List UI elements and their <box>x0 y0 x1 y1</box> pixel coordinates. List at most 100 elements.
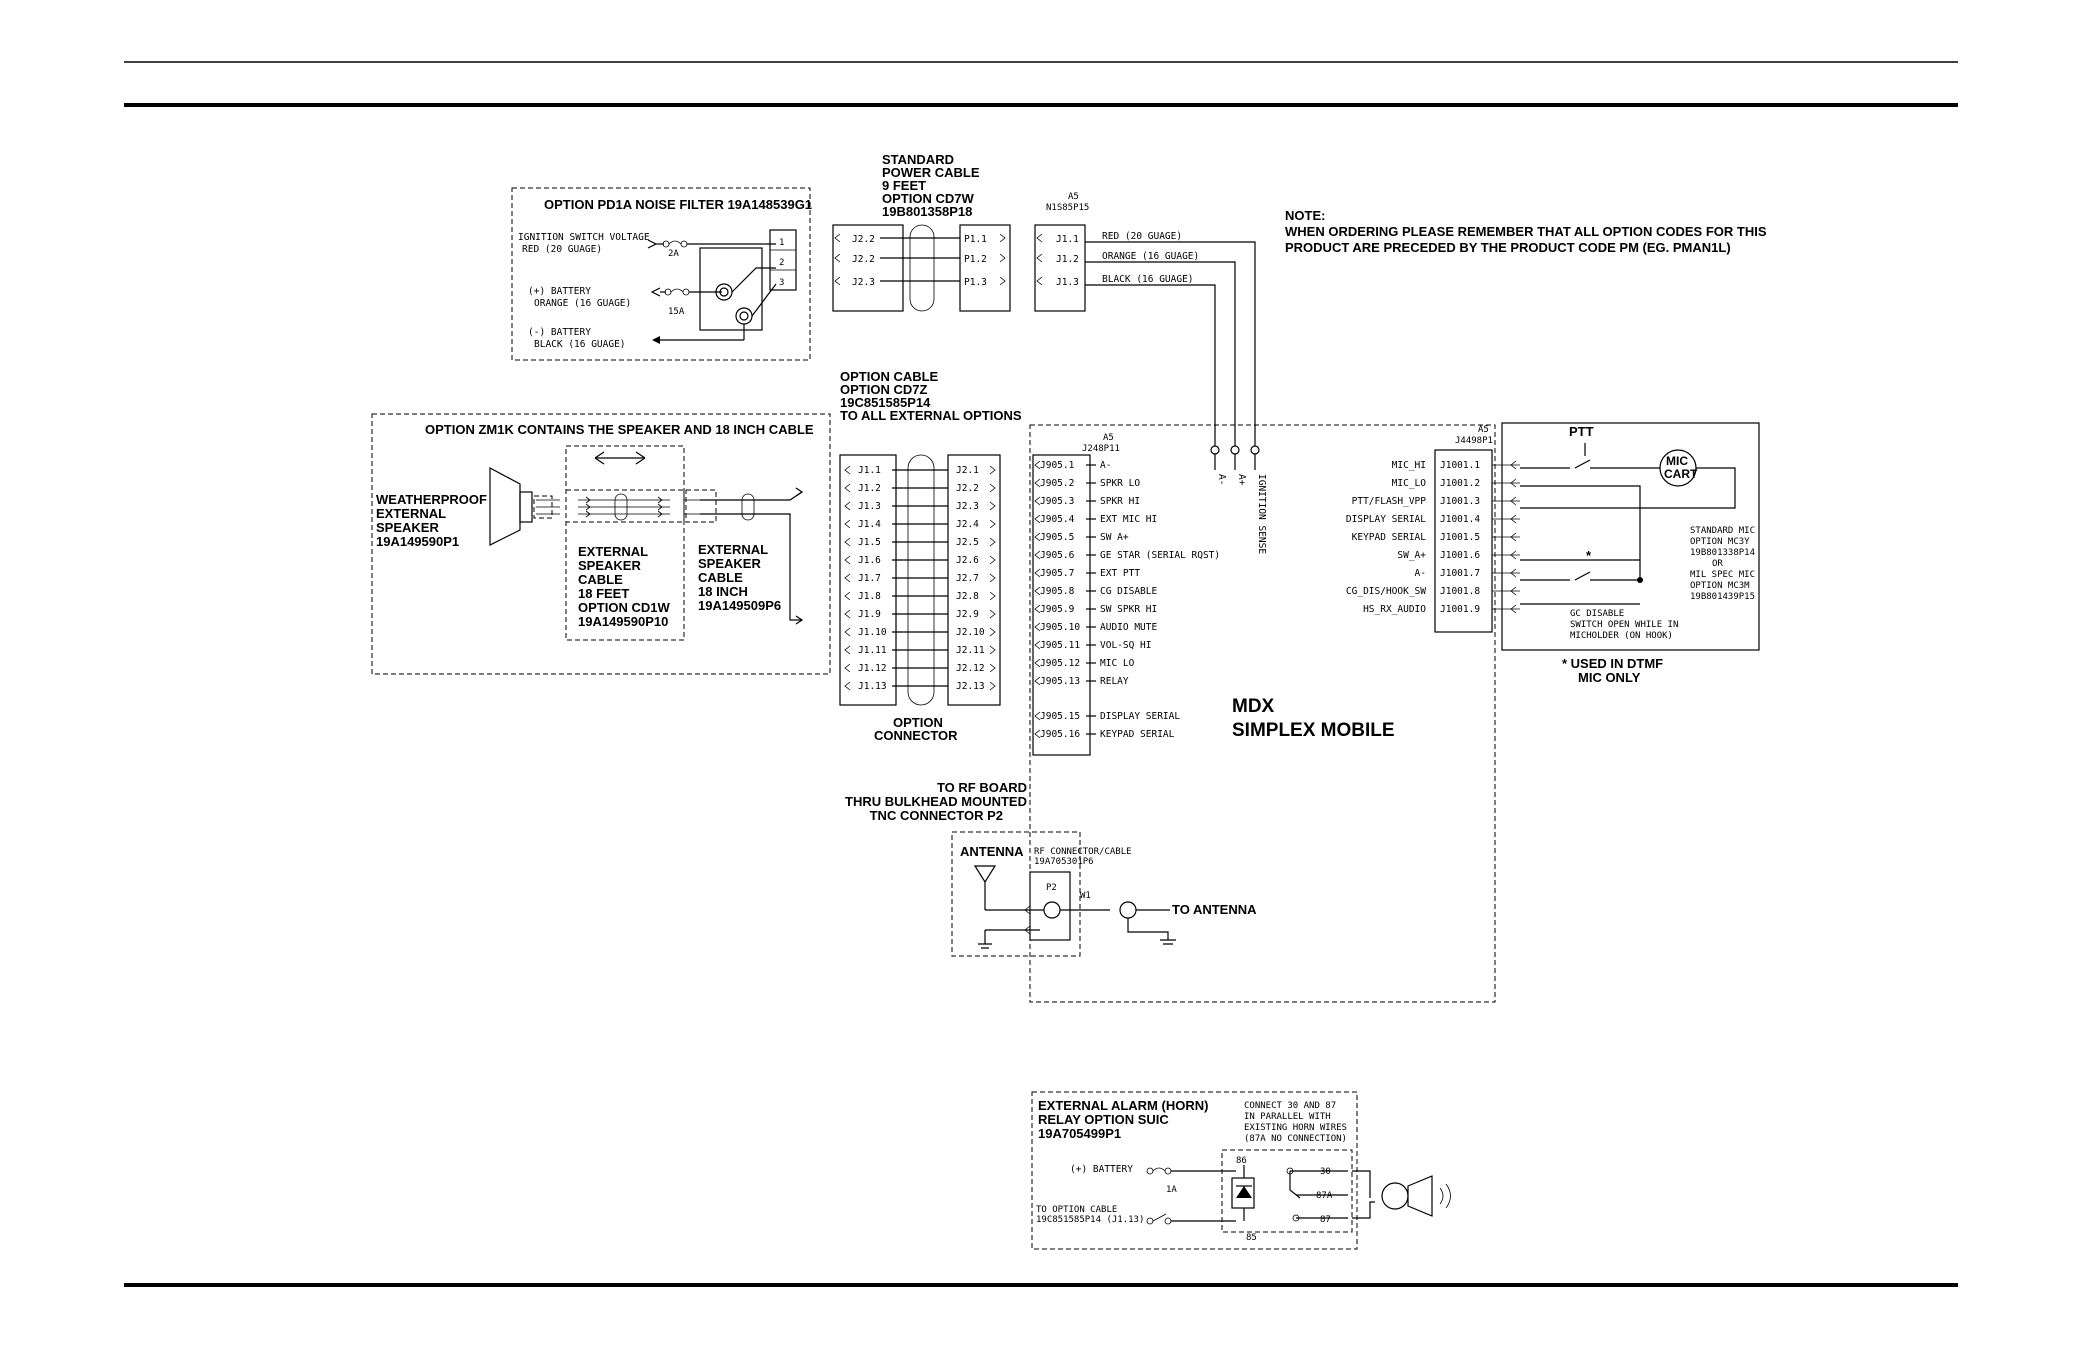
speaker-option-border <box>371 413 831 675</box>
option-right-pin: J2.9 <box>956 609 979 620</box>
rf-conn-label-2: 19A705301P6 <box>1034 857 1094 867</box>
relay-85: 85 <box>1246 1233 1257 1243</box>
j4498-pin: J1001.9 <box>1440 604 1480 615</box>
speaker-line-4: 19A149590P1 <box>376 534 459 549</box>
ext-cable-line-3: CABLE <box>578 572 623 587</box>
option-right-pin: J2.11 <box>956 645 985 656</box>
gc-line-1: GC DISABLE <box>1570 609 1624 619</box>
bat-pos-label: (+) BATTERY <box>528 286 591 297</box>
j248-extra-signal: KEYPAD SERIAL <box>1100 729 1175 740</box>
w1-label: W1 <box>1080 891 1091 901</box>
speaker-line-1: WEATHERPROOF <box>376 492 487 507</box>
option-right-pin: J2.13 <box>956 681 985 692</box>
noise-filter-border <box>511 187 811 361</box>
filter-pin-2: 2 <box>779 258 784 268</box>
alarm-cable-2: 19C851585P14 (J1.13) <box>1036 1215 1144 1225</box>
note-block: NOTE: WHEN ORDERING PLEASE REMEMBER THAT… <box>1285 208 1767 255</box>
double-arrow-icon <box>594 451 646 465</box>
mic-block: PTT MIC CART * GC DISABLE SWITCH OPEN WH… <box>1501 422 1760 651</box>
filter-pin-3: 3 <box>779 278 784 288</box>
relay-87a: 87A <box>1316 1191 1333 1201</box>
option-cable-title-4: TO ALL EXTERNAL OPTIONS <box>840 408 1022 423</box>
filter-pin-1: 1 <box>779 238 784 248</box>
j248-pin: J905.6 <box>1040 550 1075 561</box>
option-left-pin: J1.13 <box>858 681 887 692</box>
note-line-2: PRODUCT ARE PRECEDED BY THE PRODUCT CODE… <box>1285 240 1731 255</box>
j4498-signal: KEYPAD SERIAL <box>1352 532 1427 543</box>
j4498-box <box>1434 449 1493 633</box>
std-mic-6: OPTION MC3M <box>1690 581 1750 591</box>
option-right-pin: J2.2 <box>956 483 979 494</box>
std-mic-2: OPTION MC3Y <box>1690 537 1750 547</box>
j4498-pin: J1001.4 <box>1440 514 1480 525</box>
horn-coil-icon <box>1381 1182 1409 1210</box>
filter-cap-box <box>699 247 763 331</box>
relay-coil <box>1231 1177 1255 1209</box>
mic-cart-l2: CART <box>1664 467 1698 481</box>
j4498-pin: J1001.5 <box>1440 532 1480 543</box>
j4498-signal: CG_DIS/HOOK_SW <box>1346 586 1426 597</box>
option-cable-title-3: 19C851585P14 <box>840 395 931 410</box>
j4498-pin: J1001.7 <box>1440 568 1480 579</box>
ext-cable-line-2: SPEAKER <box>578 558 641 573</box>
noise-filter-title: OPTION PD1A NOISE FILTER 19A148539G1 <box>544 197 812 212</box>
power-cable-title-5: 19B801358P18 <box>882 204 972 219</box>
antenna-icon <box>973 865 997 884</box>
a5-part: N1S85P15 <box>1046 203 1089 213</box>
mic-border <box>1501 422 1760 651</box>
std-mic-3: 19B801338P14 <box>1690 548 1755 558</box>
mic-ptt-label: PTT <box>1569 424 1594 439</box>
power-cable-title-1: STANDARD <box>882 152 954 167</box>
rf-block: TO RF BOARD THRU BULKHEAD MOUNTED TNC CO… <box>845 780 1257 957</box>
j4498-pin: J1001.2 <box>1440 478 1480 489</box>
speaker-icon <box>489 467 521 546</box>
option-cable-sheath <box>907 454 935 706</box>
power-cable-title-2: POWER CABLE <box>882 165 980 180</box>
j4498-part: J4498P1 <box>1455 436 1493 446</box>
speaker-line-2: EXTERNAL <box>376 506 446 521</box>
power-left-pin-2: J2.2 <box>852 254 875 265</box>
relay-30: 30 <box>1320 1167 1331 1177</box>
speaker-option-title: OPTION ZM1K CONTAINS THE SPEAKER AND 18 … <box>425 422 814 437</box>
power-entry: A- A+ IGNITION SENSE <box>1210 445 1267 554</box>
option-left-pin: J1.7 <box>858 573 881 584</box>
rf-title-3: TNC CONNECTOR P2 <box>870 808 1003 823</box>
power-left-pin-3: J2.3 <box>852 277 875 288</box>
ign-color-label: RED (20 GUAGE) <box>522 244 602 255</box>
j248-signal: GE STAR (SERIAL RQST) <box>1100 550 1220 561</box>
horn-icon <box>1407 1175 1433 1217</box>
alarm-note-4: (87A NO CONNECTION) <box>1244 1134 1347 1144</box>
j248-pin: J905.5 <box>1040 532 1074 543</box>
option-left-pin: J1.10 <box>858 627 887 638</box>
dtmf-note-1: * USED IN DTMF <box>1562 656 1663 671</box>
option-left-pin: J1.6 <box>858 555 881 566</box>
a5-conn-box <box>1034 224 1086 312</box>
option-right-pin: J2.12 <box>956 663 985 674</box>
std-mic-7: 19B801439P15 <box>1690 592 1755 602</box>
j4498-pin: J1001.8 <box>1440 586 1480 597</box>
j248-signal: A- <box>1100 460 1111 471</box>
power-cable-block: STANDARD POWER CABLE 9 FEET OPTION CD7W … <box>832 152 1011 312</box>
short-cable-line-5: 19A149509P6 <box>698 598 781 613</box>
dtmf-note-2: MIC ONLY <box>1578 670 1641 685</box>
rf-title-1: TO RF BOARD <box>937 780 1027 795</box>
j4498-signal: A- <box>1415 568 1426 579</box>
option-right-pin: J2.1 <box>956 465 979 476</box>
j4498-signal: HS_RX_AUDIO <box>1363 604 1426 615</box>
j248-signal: VOL-SQ HI <box>1100 640 1151 651</box>
power-right-pin-1: P1.1 <box>964 234 987 245</box>
power-cable-left-conn <box>832 224 904 312</box>
to-antenna-label: TO ANTENNA <box>1172 902 1257 917</box>
option-cable-title-1: OPTION CABLE <box>840 369 939 384</box>
ext-cable-line-6: 19A149590P10 <box>578 614 668 629</box>
power-cable-right-conn <box>959 224 1011 312</box>
j248-pin: J905.13 <box>1040 676 1080 687</box>
j248-signal: CG DISABLE <box>1100 586 1157 597</box>
option-right-pin: J2.3 <box>956 501 979 512</box>
option-cable-title-2: OPTION CD7Z <box>840 382 927 397</box>
relay-86: 86 <box>1236 1156 1247 1166</box>
j4498-connector: A5 J4498P1 J1001.1MIC_HIJ1001.2MIC_LOJ10… <box>1346 425 1520 633</box>
gc-line-3: MICHOLDER (ON HOOK) <box>1570 631 1673 641</box>
short-cable-line-4: 18 INCH <box>698 584 748 599</box>
power-left-pin-1: J2.2 <box>852 234 875 245</box>
